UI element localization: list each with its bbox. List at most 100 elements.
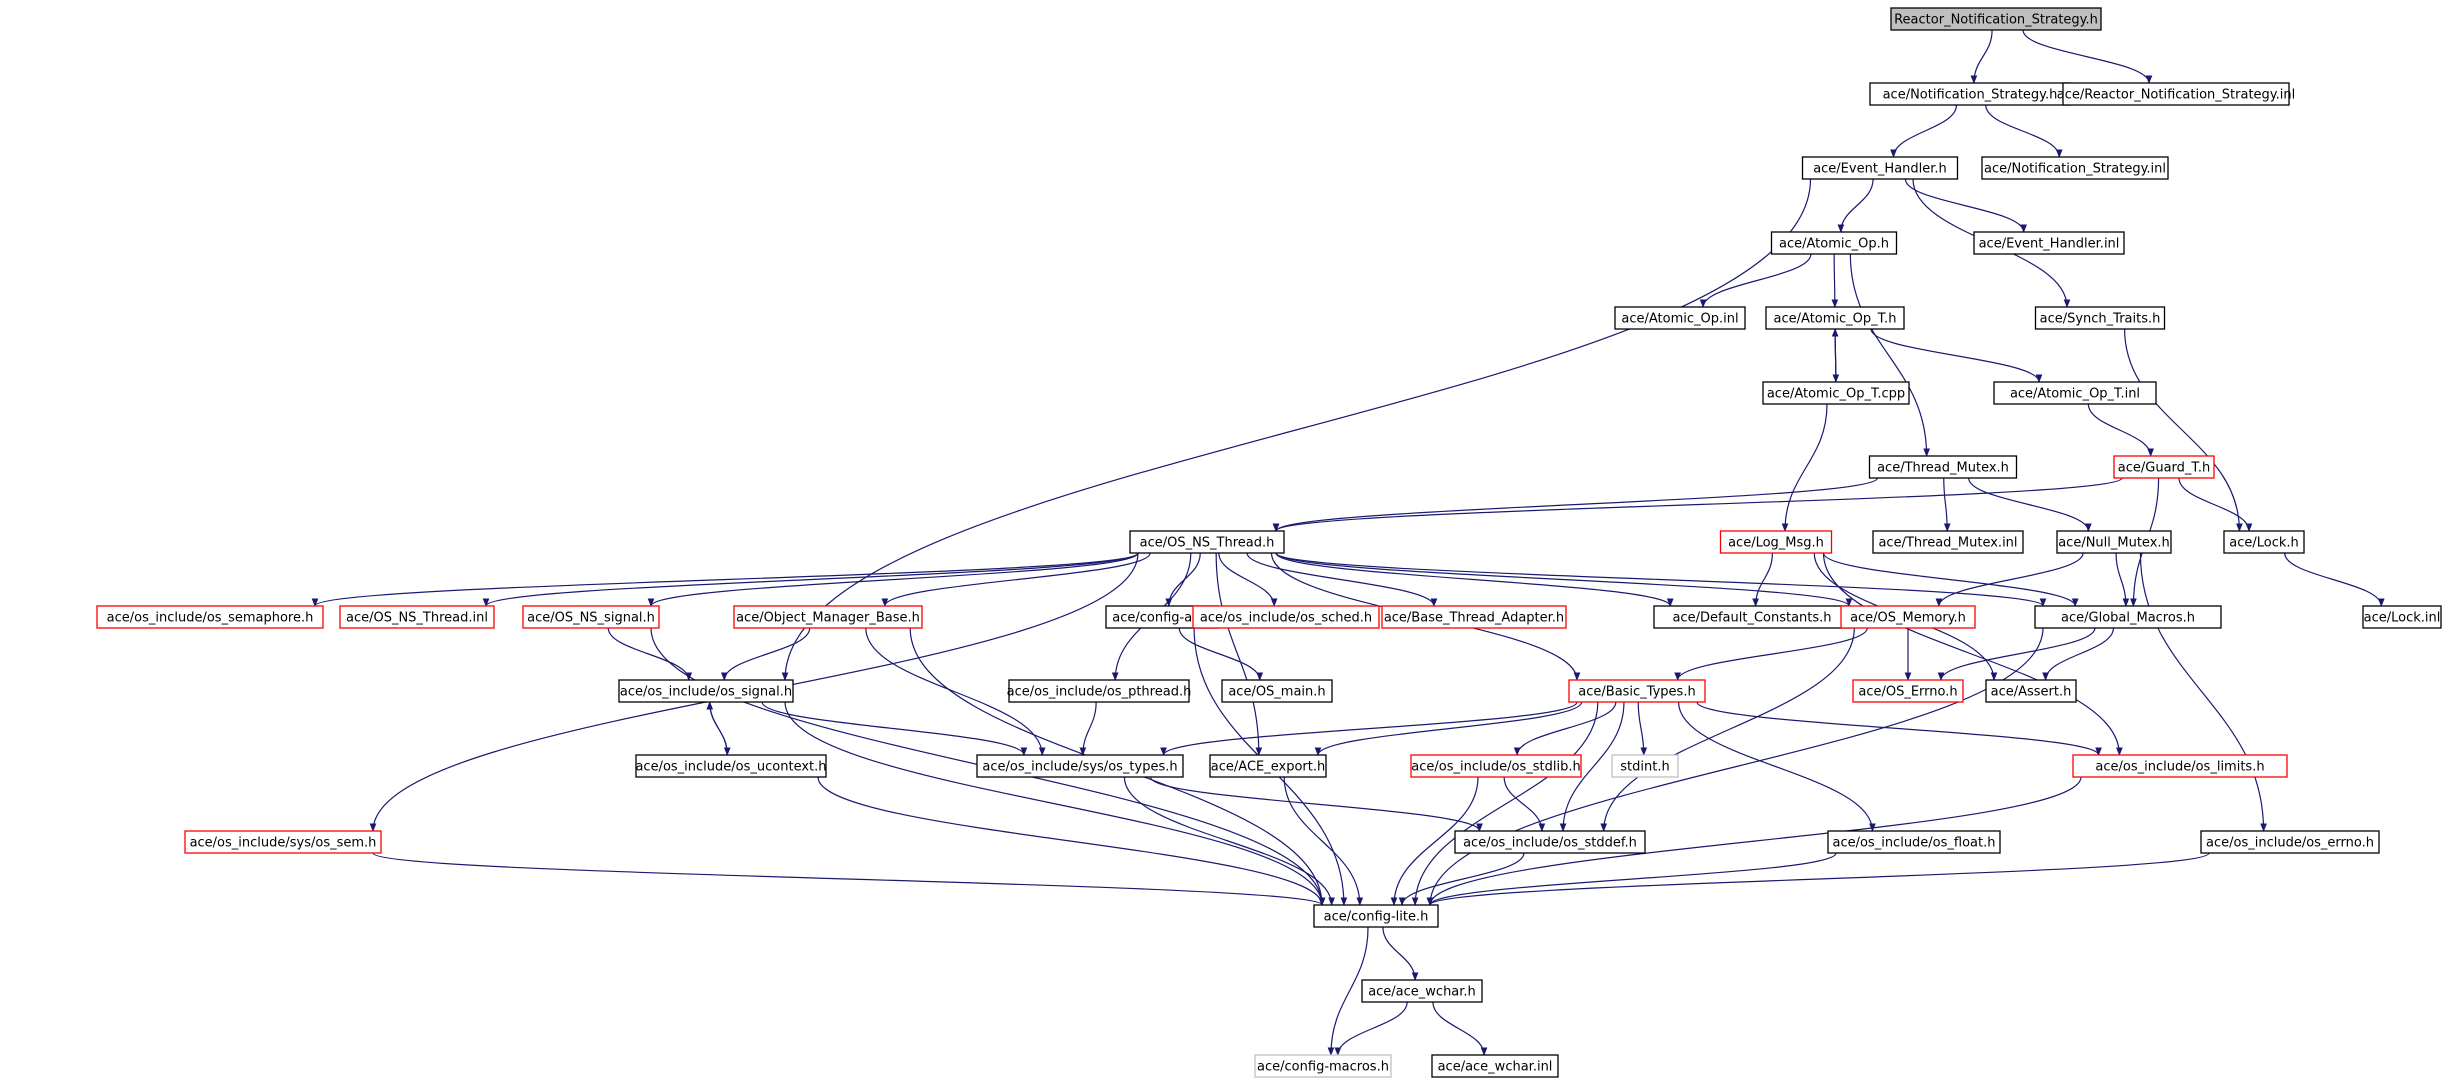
graph-node-osmem[interactable]: ace/OS_Memory.h xyxy=(1840,605,1976,629)
node-box xyxy=(1770,231,1898,255)
edge-guard-to-nsthread xyxy=(1272,477,2123,532)
graph-node-tm-h[interactable]: ace/Thread_Mutex.h xyxy=(1868,455,2018,479)
graph-node-os-sem[interactable]: ace/os_include/os_semaphore.h xyxy=(96,605,324,629)
node-label: ace/Notification_Strategy.inl xyxy=(1984,162,2166,177)
node-label: ace/OS_main.h xyxy=(1228,685,1325,700)
node-box xyxy=(1981,156,2169,180)
graph-node-stdint[interactable]: stdint.h xyxy=(1611,754,1679,778)
graph-node-ao-h[interactable]: ace/Atomic_Op.h xyxy=(1770,231,1898,255)
graph-node-lock-inl[interactable]: ace/Lock.inl xyxy=(2362,605,2442,629)
node-box xyxy=(1762,381,1910,405)
graph-node-bt[interactable]: ace/Basic_Types.h xyxy=(1568,679,1706,703)
edge-os-signal-to-systypes xyxy=(761,701,1028,756)
graph-node-systypes[interactable]: ace/os_include/sys/os_types.h xyxy=(976,754,1184,778)
node-label: ace/os_include/os_float.h xyxy=(1832,836,1995,851)
node-box xyxy=(1431,1054,1559,1078)
edge-os-signal-to-cfglite xyxy=(784,701,1326,906)
graph-node-root[interactable]: Reactor_Notification_Strategy.h xyxy=(1890,7,2102,31)
node-label: ace/ACE_export.h xyxy=(1211,760,1325,775)
graph-node-wchar-h[interactable]: ace/ace_wchar.h xyxy=(1361,979,1483,1003)
edge-nsthread-to-aceexp xyxy=(1215,552,1263,756)
edge-tm-h-to-nm-h xyxy=(1968,477,2092,532)
edge-eh-h-to-ao-h xyxy=(1837,178,1874,233)
graph-node-bta[interactable]: ace/Base_Thread_Adapter.h xyxy=(1381,605,1567,629)
graph-node-nssig[interactable]: ace/OS_NS_signal.h xyxy=(522,605,660,629)
graph-node-rns-inl[interactable]: ace/Reactor_Notification_Strategy.inl xyxy=(2057,82,2295,106)
edge-systypes-to-stddef xyxy=(1149,776,1483,832)
graph-node-ao-inl[interactable]: ace/Atomic_Op.inl xyxy=(1614,306,1746,330)
edge-aot-cpp-to-logmsg xyxy=(1781,403,1828,532)
graph-node-wchar-inl[interactable]: ace/ace_wchar.inl xyxy=(1431,1054,1559,1078)
graph-node-tm-inl[interactable]: ace/Thread_Mutex.inl xyxy=(1872,530,2024,554)
edge-gm-to-cfglite xyxy=(1426,627,2044,906)
graph-node-defc[interactable]: ace/Default_Constants.h xyxy=(1653,605,1851,629)
node-label: ace/config-macros.h xyxy=(1257,1060,1389,1075)
edge-os-pthread-to-systypes xyxy=(1079,701,1097,756)
graph-node-nm-h[interactable]: ace/Null_Mutex.h xyxy=(2056,530,2172,554)
edge-nssig-to-os-signal xyxy=(607,627,693,681)
graph-node-limits[interactable]: ace/os_include/os_limits.h xyxy=(2072,754,2288,778)
graph-node-aot-cpp[interactable]: ace/Atomic_Op_T.cpp xyxy=(1762,381,1910,405)
edge-nsthread-to-gm xyxy=(1275,552,2047,607)
graph-node-st-h[interactable]: ace/Synch_Traits.h xyxy=(2034,306,2166,330)
edge-osmem-to-bt xyxy=(1674,627,1868,681)
node-label: ace/Atomic_Op.h xyxy=(1779,237,1889,252)
graph-node-omb[interactable]: ace/Object_Manager_Base.h xyxy=(733,605,923,629)
graph-node-logmsg[interactable]: ace/Log_Msg.h xyxy=(1719,530,1833,554)
node-label: Reactor_Notification_Strategy.h xyxy=(1894,13,2098,28)
node-box xyxy=(1568,679,1706,703)
graph-node-eh-h[interactable]: ace/Event_Handler.h xyxy=(1801,156,1959,180)
edge-stddef-to-cfglite xyxy=(1398,852,1525,906)
graph-node-syssem[interactable]: ace/os_include/sys/os_sem.h xyxy=(184,830,382,854)
node-label: ace/Atomic_Op_T.cpp xyxy=(1767,387,1905,402)
graph-node-float[interactable]: ace/os_include/os_float.h xyxy=(1827,830,2001,854)
node-label: ace/os_include/os_pthread.h xyxy=(1007,685,1192,700)
graph-node-lock-h[interactable]: ace/Lock.h xyxy=(2223,530,2305,554)
graph-node-guard[interactable]: ace/Guard_T.h xyxy=(2113,455,2215,479)
edge-nsthread-to-omb xyxy=(881,552,1151,607)
graph-node-oserrno[interactable]: ace/os_include/os_errno.h xyxy=(2200,830,2380,854)
graph-node-ns-h[interactable]: ace/Notification_Strategy.h xyxy=(1869,82,2071,106)
graph-node-ucontext[interactable]: ace/os_include/os_ucontext.h xyxy=(635,754,827,778)
node-label: ace/OS_NS_signal.h xyxy=(527,611,655,626)
graph-node-aot-h[interactable]: ace/Atomic_Op_T.h xyxy=(1765,306,1905,330)
edge-bt-to-cfglite xyxy=(1411,701,1599,906)
edge-ucontext-to-os-signal xyxy=(706,701,728,756)
graph-node-cfglite[interactable]: ace/config-lite.h xyxy=(1313,904,1439,928)
graph-node-aot-inl[interactable]: ace/Atomic_Op_T.inl xyxy=(1993,381,2157,405)
graph-node-osmain[interactable]: ace/OS_main.h xyxy=(1221,679,1333,703)
edge-nsthread-to-nssig xyxy=(647,552,1139,607)
node-label: ace/config-all.h xyxy=(1112,611,1212,626)
node-label: ace/Object_Manager_Base.h xyxy=(736,611,920,626)
edge-aot-h-to-aot-inl xyxy=(1870,328,2043,383)
graph-node-os-pthread[interactable]: ace/os_include/os_pthread.h xyxy=(1007,679,1192,703)
graph-node-stddef[interactable]: ace/os_include/os_stddef.h xyxy=(1454,830,1646,854)
graph-node-gm[interactable]: ace/Global_Macros.h xyxy=(2034,605,2222,629)
graph-node-ns-inl[interactable]: ace/Notification_Strategy.inl xyxy=(1981,156,2169,180)
edge-gm-to-errno xyxy=(1937,627,2096,681)
node-label: ace/Event_Handler.h xyxy=(1813,162,1947,177)
node-label: ace/os_include/os_limits.h xyxy=(2095,760,2264,775)
graph-node-eh-inl[interactable]: ace/Event_Handler.inl xyxy=(1973,231,2125,255)
node-box xyxy=(1765,306,1905,330)
graph-node-stdlib[interactable]: ace/os_include/os_stdlib.h xyxy=(1410,754,1582,778)
edge-tm-h-to-tm-inl xyxy=(1943,477,1951,532)
graph-node-errno[interactable]: ace/OS_Errno.h xyxy=(1852,679,1964,703)
node-label: ace/Log_Msg.h xyxy=(1728,536,1824,551)
node-label: ace/Basic_Types.h xyxy=(1578,685,1695,700)
node-label: stdint.h xyxy=(1620,760,1669,775)
graph-node-nsthread[interactable]: ace/OS_NS_Thread.h xyxy=(1129,530,1285,554)
node-box xyxy=(2072,754,2288,778)
graph-node-cfgall[interactable]: ace/config-all.h xyxy=(1105,605,1219,629)
graph-node-assert[interactable]: ace/Assert.h xyxy=(1985,679,2077,703)
graph-node-aceexp[interactable]: ace/ACE_export.h xyxy=(1209,754,1327,778)
graph-node-nst-inl[interactable]: ace/OS_NS_Thread.inl xyxy=(339,605,495,629)
node-label: ace/Lock.inl xyxy=(2364,611,2441,626)
edge-logmsg-to-defc xyxy=(1752,552,1773,607)
node-box xyxy=(2113,455,2215,479)
graph-node-cfgmac[interactable]: ace/config-macros.h xyxy=(1254,1054,1392,1078)
edge-ao-h-to-ao-inl xyxy=(1699,253,1812,308)
node-label: ace/os_include/sys/os_types.h xyxy=(982,760,1177,775)
graph-node-os-sched[interactable]: ace/os_include/os_sched.h xyxy=(1192,605,1380,629)
graph-node-os-signal[interactable]: ace/os_include/os_signal.h xyxy=(618,679,794,703)
